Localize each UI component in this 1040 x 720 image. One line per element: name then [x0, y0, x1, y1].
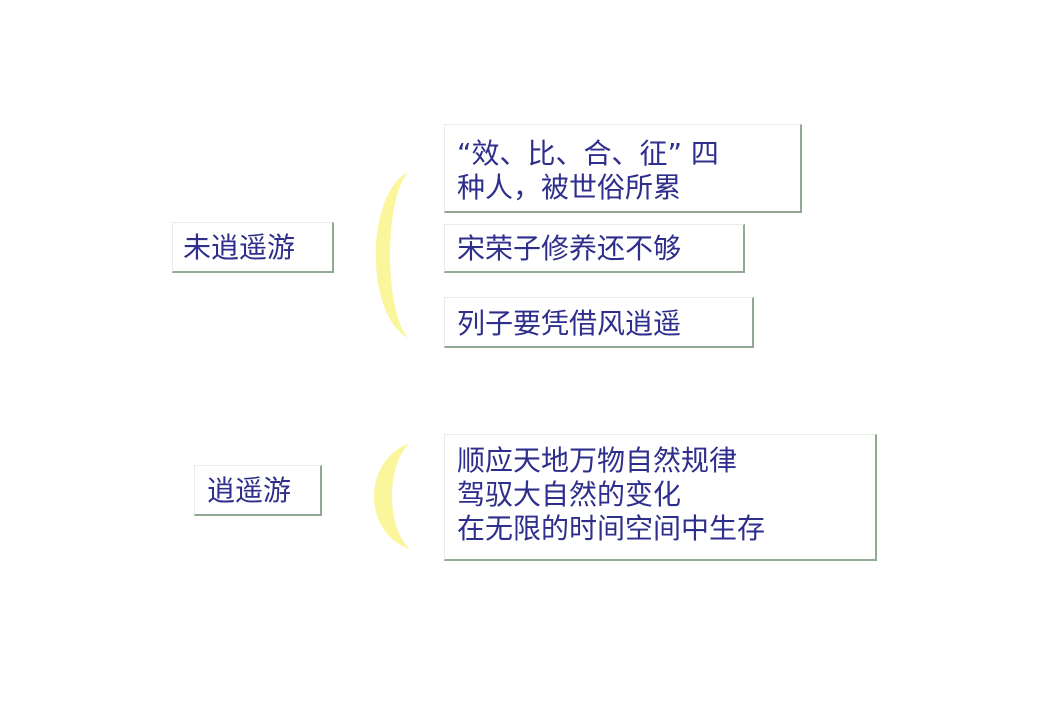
item-four-kinds-of-people: “效、比、合、征” 四 种人，被世俗所累 [444, 124, 802, 213]
label-not-free-wandering: 未逍遥游 [172, 222, 334, 273]
item-liezi: 列子要凭借风逍遥 [444, 297, 754, 348]
item-line: 宋荣子修养还不够 [457, 232, 682, 265]
brace-2-icon [374, 443, 410, 549]
item-line: 在无限的时间空间中生存 [457, 512, 766, 545]
item-free-wandering-description: 顺应天地万物自然规律 驾驭大自然的变化 在无限的时间空间中生存 [444, 434, 877, 561]
brace-1-icon [375, 172, 408, 338]
item-line: “效、比、合、征” 四 [457, 137, 719, 170]
item-song-rongzi: 宋荣子修养还不够 [444, 224, 745, 273]
item-line: 顺应天地万物自然规律 [457, 444, 738, 477]
item-line: 列子要凭借风逍遥 [457, 307, 682, 340]
item-line: 种人，被世俗所累 [457, 171, 682, 204]
label-free-wandering: 逍遥游 [194, 465, 322, 516]
label-text: 逍遥游 [207, 474, 292, 507]
item-line: 驾驭大自然的变化 [457, 478, 682, 511]
label-text: 未逍遥游 [183, 231, 296, 264]
